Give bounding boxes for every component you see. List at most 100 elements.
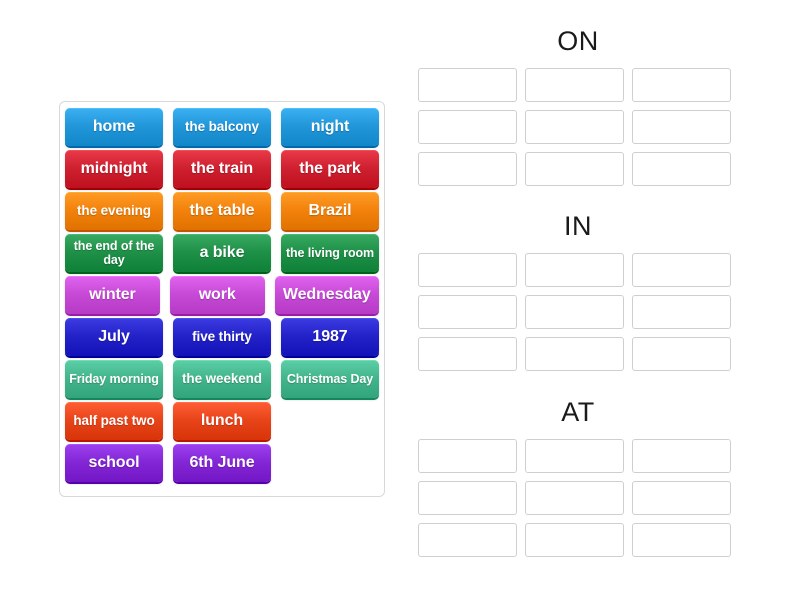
category-title-in: IN [564,211,592,241]
word-tile-label: the table [189,201,255,219]
word-tile[interactable]: lunch [173,402,271,440]
drop-slot-at[interactable] [632,439,731,473]
drop-slot-at[interactable] [418,439,517,473]
drop-slot-at[interactable] [525,523,624,557]
word-tile[interactable]: Friday morning [65,360,163,398]
word-tile-label: half past two [73,413,155,429]
drop-slot-in[interactable] [632,337,731,371]
word-tile-label: the balcony [185,119,259,135]
drop-slot-at[interactable] [418,523,517,557]
drop-slot-in[interactable] [418,295,517,329]
tile-row: home the balcony night [65,108,379,146]
drop-slot-on[interactable] [525,68,624,102]
word-tile[interactable]: school [65,444,163,482]
drop-slot-in[interactable] [418,337,517,371]
word-tile-label: the park [299,159,361,177]
tile-row: half past two lunch [65,402,379,440]
slot-row [418,523,738,557]
word-tile[interactable]: half past two [65,402,163,440]
word-tile[interactable]: home [65,108,163,146]
word-tile[interactable]: the evening [65,192,163,230]
word-tile-label: Christmas Day [286,372,374,386]
word-tile-label: night [310,117,350,135]
word-tile-label: 1987 [312,327,348,345]
word-tile-label: Brazil [308,201,352,219]
drop-slot-at[interactable] [632,481,731,515]
word-tile[interactable]: a bike [173,234,271,272]
word-tile-label: the living room [285,246,375,260]
drop-slot-in[interactable] [525,253,624,287]
drop-slot-at[interactable] [525,439,624,473]
slot-row [418,481,738,515]
word-tile-label: lunch [200,411,244,429]
drop-slot-on[interactable] [418,152,517,186]
word-tile-label: Friday morning [69,372,159,386]
tile-row-filler [281,402,379,440]
drop-slot-on[interactable] [632,110,731,144]
drop-slot-at[interactable] [632,523,731,557]
tile-row: the evening the table Brazil [65,192,379,230]
drop-slot-on[interactable] [632,68,731,102]
word-tile-label: 6th June [189,453,255,471]
word-tile-label: midnight [80,159,148,177]
word-tile[interactable]: the weekend [173,360,271,398]
drop-slot-on[interactable] [418,68,517,102]
word-tile[interactable]: Brazil [281,192,379,230]
tile-row: school 6th June [65,444,379,482]
word-tile-label: winter [89,285,136,303]
slot-grid-on [418,68,738,186]
word-tile[interactable]: Wednesday [274,276,379,314]
word-tile[interactable]: July [65,318,163,356]
word-tile[interactable]: 6th June [173,444,271,482]
category-title-at: AT [561,397,595,427]
drop-slot-at[interactable] [525,481,624,515]
tile-row: winter work Wednesday [65,276,379,314]
word-tile-label: school [88,453,140,471]
tile-row-filler [281,444,379,482]
word-tile[interactable]: 1987 [281,318,379,356]
slot-row [418,295,738,329]
word-tile[interactable]: the balcony [173,108,271,146]
word-bank: home the balcony night midnight the train the… [59,101,385,497]
word-tile[interactable]: night [281,108,379,146]
word-tile[interactable]: the table [173,192,271,230]
word-tile-label: Wednesday [282,285,371,303]
word-tile-label: the evening [77,203,151,219]
slot-grid-at [418,439,738,557]
slot-row [418,110,738,144]
drop-slot-in[interactable] [418,253,517,287]
word-tile[interactable]: work [169,276,265,314]
word-tile[interactable]: Christmas Day [281,360,379,398]
word-tile-label: the end of the day [73,239,155,267]
word-tile[interactable]: midnight [65,150,163,188]
drop-slot-on[interactable] [418,110,517,144]
drop-slot-in[interactable] [632,295,731,329]
tile-row: July five thirty 1987 [65,318,379,356]
word-tile-label: five thirty [192,329,252,345]
word-tile[interactable]: the living room [281,234,379,272]
slot-row [418,337,738,371]
slot-grid-in [418,253,738,371]
drop-slot-at[interactable] [418,481,517,515]
drop-slot-in[interactable] [632,253,731,287]
drop-slot-on[interactable] [632,152,731,186]
drop-slot-on[interactable] [525,110,624,144]
drop-slot-on[interactable] [525,152,624,186]
word-tile[interactable]: the park [281,150,379,188]
word-tile[interactable]: the end of the day [65,234,163,272]
tile-row: the end of the day a bike the living room [65,234,379,272]
slot-row [418,68,738,102]
word-tile-label: the weekend [182,371,262,387]
word-tile-label: July [98,327,130,345]
tile-row: Friday morning the weekend Christmas Day [65,360,379,398]
word-tile[interactable]: winter [65,276,160,314]
word-tile-label: a bike [199,243,245,261]
drop-slot-in[interactable] [525,337,624,371]
word-tile[interactable]: five thirty [173,318,271,356]
category-at: AT [418,399,738,557]
drop-slot-in[interactable] [525,295,624,329]
tile-row: midnight the train the park [65,150,379,188]
word-tile[interactable]: the train [173,150,271,188]
category-on: ON [418,28,738,186]
slot-row [418,152,738,186]
